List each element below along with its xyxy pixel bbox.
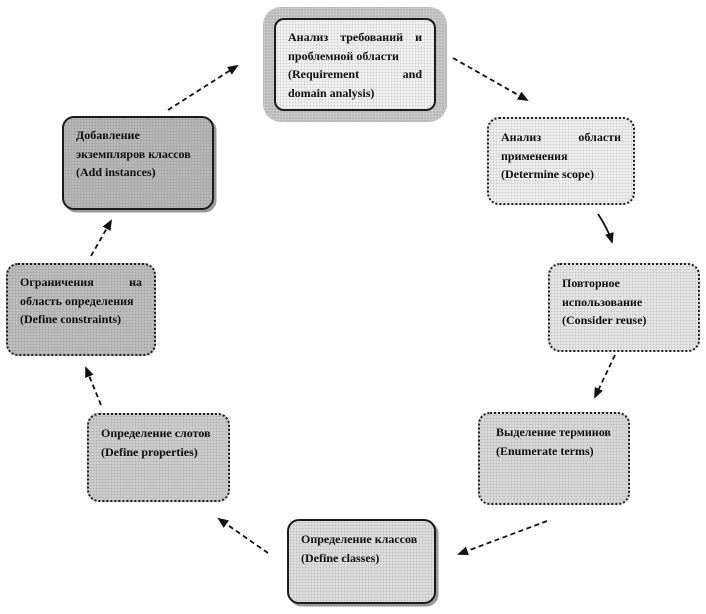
node-label-ru: Анализ требований и проблемной области	[288, 30, 422, 63]
node-define-properties: Определение слотов (Define properties)	[87, 413, 230, 502]
arrow-enumerate-terms-to-define-classes	[457, 520, 548, 556]
node-label-en: (Define classes)	[301, 550, 380, 565]
node-label-en: (Add instances)	[76, 165, 156, 180]
node-label-ru: Анализ области применения	[501, 130, 621, 163]
arrow-determine-scope-to-consider-reuse	[597, 213, 614, 244]
node-define-constraints: Ограничения на область определения (Defi…	[6, 263, 156, 356]
node-requirement-analysis: Анализ требований и проблемной области (…	[274, 18, 436, 111]
node-determine-scope: Анализ области применения (Determine sco…	[487, 117, 635, 205]
node-define-classes: Определение классов (Define classes)	[287, 519, 436, 604]
node-label-en: (Enumerate terms)	[496, 443, 594, 458]
node-add-instances: Добавление экземпляров классов (Add inst…	[62, 116, 214, 210]
arrow-define-constraints-to-add-instances	[90, 219, 112, 257]
node-enumerate-terms: Выделение терминов (Enumerate terms)	[478, 412, 630, 505]
node-label-ru: Добавление экземпляров классов	[76, 128, 191, 161]
node-label-en: (Consider reuse)	[562, 313, 647, 328]
node-label-en: (Define properties)	[101, 444, 198, 459]
node-label-ru: Ограничения на область определения	[20, 275, 142, 308]
node-label-ru: Определение классов	[301, 532, 418, 546]
arrow-consider-reuse-to-enumerate-terms	[594, 354, 616, 399]
node-label-ru: Повторное использование	[562, 276, 643, 309]
arrow-define-classes-to-define-properties	[217, 517, 269, 554]
node-label-ru: Определение слотов	[101, 426, 211, 440]
highlight-frame: Анализ требований и проблемной области (…	[263, 7, 447, 122]
arrow-add-instances-to-requirement-analysis	[167, 64, 239, 111]
arrow-requirement-analysis-to-determine-scope	[452, 57, 529, 101]
node-consider-reuse: Повторное использование (Consider reuse)	[548, 263, 700, 352]
node-label-en: (Requirement and domain analysis)	[288, 67, 422, 100]
node-label-en: (Determine scope)	[501, 167, 594, 182]
node-label-en: (Define constraints)	[20, 312, 121, 327]
arrow-define-properties-to-define-constraints	[85, 366, 102, 406]
node-label-ru: Выделение терминов	[496, 425, 611, 439]
